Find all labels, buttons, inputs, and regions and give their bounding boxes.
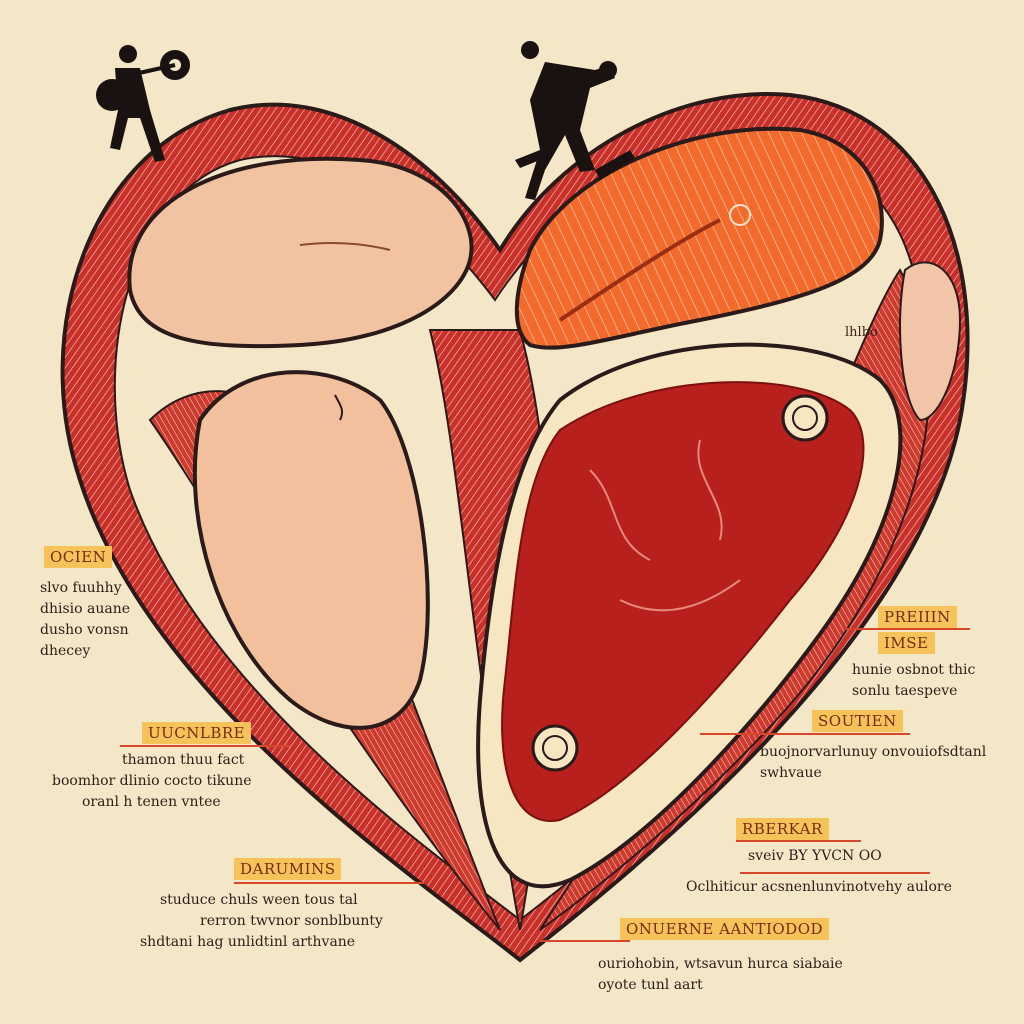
label-rule-7 [540,940,630,942]
steak-bone-top [781,394,829,442]
steak-bone-bottom [531,724,579,772]
label-rule-5 [700,733,910,735]
label-note-1: slvo fuuhhy dhisio auane dusho vonsn dhe… [40,580,131,659]
label-note-2: thamon thuu fact boomhor dlinio cocto ti… [52,752,252,810]
chicken-breast-top [127,156,474,349]
label-note-7: ouriohobin, wtsavun hurca siabaie oyote … [598,956,843,993]
label-note-3: studuce chuls ween tous tal rerron twvno… [140,892,383,950]
label-note-6: sveiv BY YVCN OO Oclhiticur acsnenlunvin… [686,848,952,895]
label-note-5: buojnorvarlunuy onvouiofsdtanl swhvaue [760,744,987,781]
label-tag-2: UUCNLBRE [142,722,252,744]
label-rule-6 [736,840,861,842]
label-rule-3 [234,882,424,884]
label-note-4: hunie osbnot thic sonlu taespeve [852,662,976,699]
label-tag-7: ONUERNE AANTIODOD [620,918,830,940]
label-tag-4b: IMSE [878,632,935,654]
weightlifter-icon [96,45,190,162]
corner-text: lhlbo [845,325,878,340]
label-tag-5: SOUTIEN [812,710,903,732]
runner-icon [515,41,635,200]
label-rule-2 [120,745,290,747]
salmon-fillet [514,126,884,350]
steak-meat [501,381,865,822]
chicken-breast-lower [192,370,430,730]
label-rule-4 [845,628,970,630]
label-rule-6b [740,872,930,874]
label-tag-4: PREIIIN [878,606,957,628]
small-muscle-piece [899,261,962,422]
label-tag-6: RBERKAR [736,818,829,840]
label-tag-1: OCIEN [44,546,113,568]
label-tag-3: DARUMINS [234,858,342,880]
